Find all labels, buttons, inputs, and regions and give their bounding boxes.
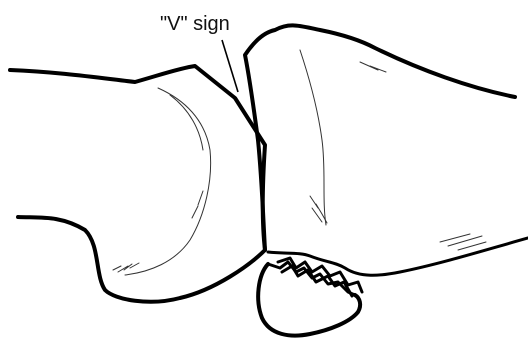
left-bone-shading-2 [170,95,203,150]
left-bone-shading-4 [192,191,203,218]
right-bone-shading-4 [360,62,386,72]
left-bone-outline [10,66,265,302]
right-bone-outline [245,25,515,140]
right-bone-shading [300,50,326,225]
left-bone-shading [125,88,211,275]
right-bone [245,25,528,296]
left-bone-shading-3 [113,263,139,272]
right-bone-shading-3 [440,234,486,250]
label-leader-line [222,40,238,92]
left-bone [10,66,265,302]
bone-fragment [258,262,360,336]
v-sign-label: "V" sign [160,13,230,35]
